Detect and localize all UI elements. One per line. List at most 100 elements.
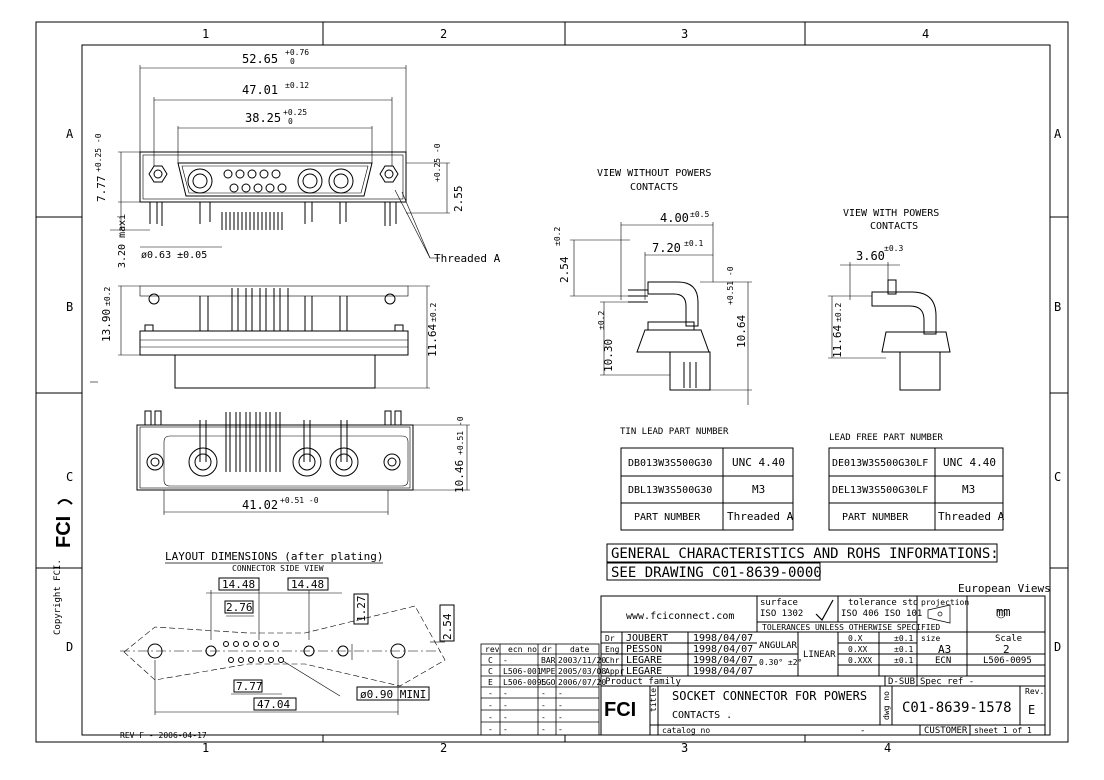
tb-label: title [649,688,658,712]
tb-label: Product family [605,677,681,687]
dim-tolerance: ±0.12 [285,81,309,90]
rev-cell: - [503,701,508,710]
rev-cell: - [558,713,563,722]
rev-cell: - [488,701,493,710]
dim-tolerance: ±0.5 [690,210,709,219]
staff-name: JOUBERT [626,633,668,644]
dim-label: 47.01 [242,83,278,97]
rev-cell: - [503,656,508,665]
rev-cell: 2006/07/20 [558,678,606,687]
dim-label: 14.48 [222,578,255,591]
tb-value: D-SUB [888,677,915,687]
staff-name: PESSON [626,644,662,655]
lin-val: ±0.1 [894,656,913,665]
dim-label: 3.60 [856,249,885,263]
rev-header: ecn no [508,645,537,654]
dim-tolerance: +0.51 -0 [456,416,465,455]
dim-label: 11.64 [426,324,439,357]
staff-date: 1998/04/07 [693,666,753,677]
dim-label: 2.76 [226,601,253,614]
dim-tolerance: +0.25 -0 [433,143,442,182]
staff-role: Appr [605,667,624,676]
dim-tolerance: +0.25 -0 [94,133,103,172]
rev-cell: - [541,701,546,710]
view-title: CONTACTS [870,221,918,232]
staff-date: 1998/04/07 [693,633,753,644]
rev-cell: - [558,725,563,734]
table-cell: Threaded A [727,510,794,523]
layout-drawing [120,577,455,715]
rev-header: rev [485,645,500,654]
row-label: B [1054,300,1061,314]
dim-label: 13.90 [100,309,113,342]
dim-label: 1.27 [355,596,368,623]
view-title: VIEW WITH POWERS [843,208,939,219]
rev-header: dr [542,645,552,654]
tb-value: - [860,726,865,736]
rev-cell: C [488,656,493,665]
svg-text:FCI: FCI [53,516,75,548]
tb-value: A3 [938,643,951,656]
tb-label: dwg no [882,691,891,720]
dim-label: 52.65 [242,52,278,66]
dim-label: 47.04 [257,698,290,711]
tb-label: tolerance std [848,598,918,608]
dim-label: 10.64 [735,315,748,348]
staff-date: 1998/04/07 [693,644,753,655]
dim-label: 2.54 [441,613,454,640]
table-title: LEAD FREE PART NUMBER [829,433,943,443]
layout-title: LAYOUT DIMENSIONS (after plating) [165,550,384,563]
staff-role: Dr [605,634,615,643]
col-label: 1 [202,741,209,755]
row-label: C [1054,470,1061,484]
rev-cell: - [541,713,546,722]
tb-value: Spec ref - [920,677,974,687]
staff-date: 1998/04/07 [693,655,753,666]
dim-tolerance: ±0.2 [429,303,438,322]
connector-side-view [90,285,430,389]
dim-tolerance: ±0.2 [103,287,112,306]
table-cell: DBL13W3S500G30 [628,485,712,496]
table-cell: PART NUMBER [634,512,701,523]
table-cell: UNC 4.40 [732,456,785,469]
dim-label: 3.20 maxi [117,214,128,268]
table-title: TIN LEAD PART NUMBER [620,427,729,437]
rev-cell: - [503,713,508,722]
rev-cell: - [558,701,563,710]
dim-label: 14.48 [291,578,324,591]
col-label: 2 [440,741,447,755]
rev-cell: 2005/03/08 [558,667,606,676]
tb-value: ISO 1302 [760,609,803,619]
lead-free-table [828,447,1004,531]
col-label: 1 [202,27,209,41]
table-cell: M3 [752,483,765,496]
revision-table [480,643,600,736]
tb-label: ECN [935,656,951,666]
tb-label: projection [921,598,969,607]
tb-value: E [1028,703,1035,717]
dim-label: 4.00 [660,211,689,225]
table-cell: PART NUMBER [842,512,909,523]
table-cell: DB013W3S500G30 [628,458,712,469]
dim-tolerance: +0.51 -0 [726,266,735,305]
col-label: 3 [681,27,688,41]
row-label: C [66,470,73,484]
dim-tolerance: 0 [288,117,293,126]
rev-cell: - [503,725,508,734]
drawing-title: CONTACTS . [672,710,732,721]
footer-rev: REV F - 2006-04-17 [120,731,207,740]
dim-tolerance: ±0.3 [884,244,903,253]
tb-value: 2 [1003,643,1010,656]
tb-label: ANGULAR [759,641,798,651]
tb-unit: mm [996,605,1010,619]
rev-cell: - [488,689,493,698]
rev-cell: - [488,725,493,734]
drawing-title: SOCKET CONNECTOR FOR POWERS [672,689,867,703]
dim-tolerance: +0.25 [283,108,307,117]
rev-cell: E [488,678,493,687]
dim-tolerance: ±0.1 [684,239,703,248]
dim-tolerance: ±0.2 [597,311,606,330]
tb-value: ISO 406 ISO 101 [841,609,922,619]
callout-threaded: Threaded A [434,252,501,265]
fci-logo-icon: FCI [53,499,75,548]
